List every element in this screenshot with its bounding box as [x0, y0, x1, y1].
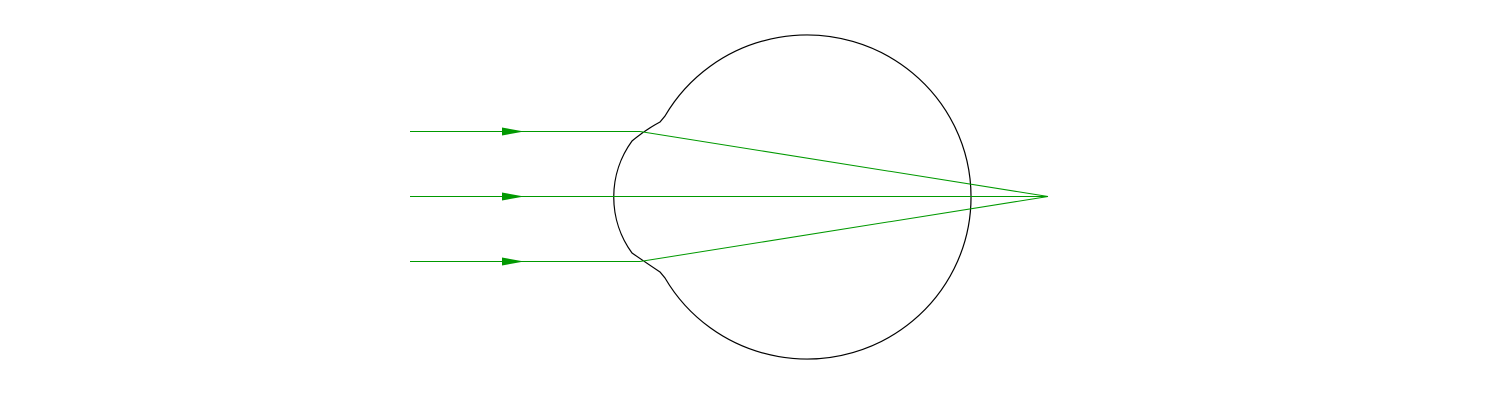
- arrowhead-middle: [502, 192, 524, 201]
- ray-bottom-refracted: [639, 196, 1049, 262]
- arrowhead-bottom: [502, 257, 524, 266]
- eyeball-outline: [613, 34, 972, 360]
- ray-top-refracted: [639, 131, 1049, 197]
- arrowhead-top: [502, 127, 524, 136]
